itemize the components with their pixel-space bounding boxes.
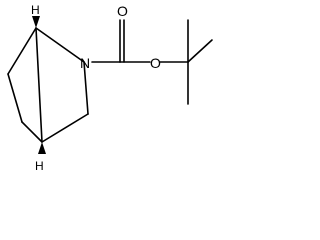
bond-c6-c5 bbox=[7, 73, 23, 123]
bond-n2-c3 bbox=[83, 61, 89, 115]
molecule-structure: H N O O H bbox=[7, 3, 213, 173]
bond-tbu-methyl-right bbox=[187, 39, 213, 63]
bond-c1-c6 bbox=[7, 27, 37, 75]
wedge-bond-bottom bbox=[38, 142, 46, 154]
structure-canvas: H N O O H bbox=[7, 3, 213, 173]
atom-o-ester: O bbox=[150, 55, 161, 71]
bond-c1-c7 bbox=[35, 27, 43, 143]
atom-n: N bbox=[80, 55, 90, 71]
atom-o-carbonyl: O bbox=[117, 3, 128, 19]
bond-c3-c4 bbox=[41, 113, 89, 143]
bond-c1-n2 bbox=[35, 27, 85, 63]
atom-h-bottom: H bbox=[35, 159, 44, 173]
bond-c5-c4 bbox=[21, 121, 43, 143]
wedge-bond-top bbox=[32, 16, 40, 28]
atom-h-top: H bbox=[31, 3, 40, 17]
